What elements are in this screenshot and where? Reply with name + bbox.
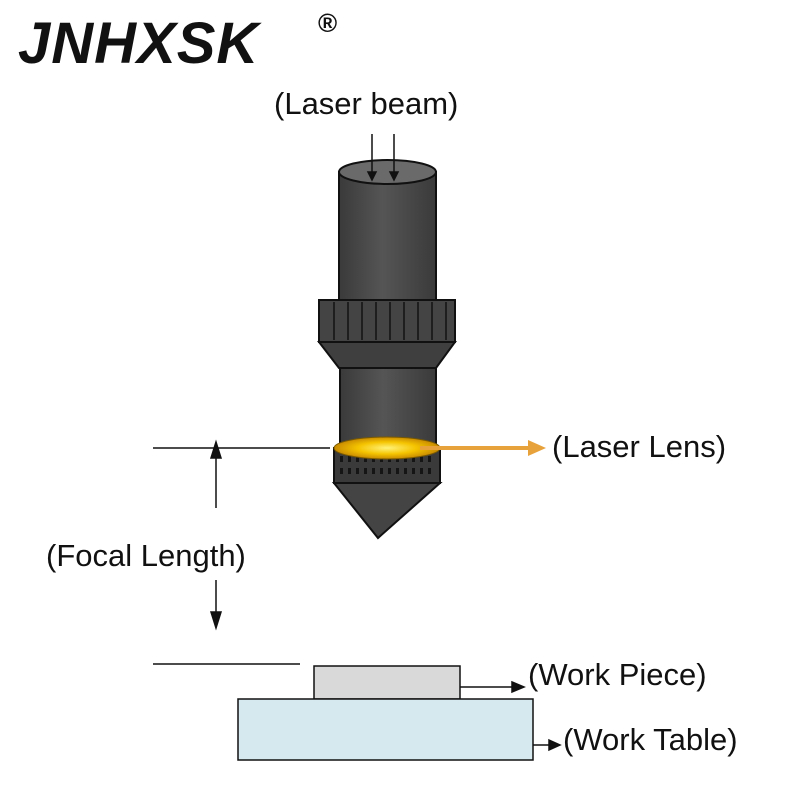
nozzle-lower-tube	[339, 367, 437, 449]
laser-lens-label: (Laser Lens)	[552, 429, 727, 464]
lens-pointer-arrow	[420, 440, 546, 456]
brand-logo: JNHXSK	[18, 11, 260, 76]
nozzle-cone	[331, 482, 443, 540]
laser-beam-arrows	[366, 134, 400, 182]
laser-beam-label: (Laser beam)	[274, 86, 459, 121]
registered-mark: ®	[318, 8, 338, 38]
knurled-collar	[316, 299, 457, 369]
work-piece	[313, 665, 461, 700]
focal-length-dimension	[153, 439, 330, 665]
work-table-label: (Work Table)	[563, 722, 738, 757]
work-piece-pointer	[460, 680, 526, 694]
focal-length-label: (Focal Length)	[46, 538, 246, 573]
work-piece-label: (Work Piece)	[528, 657, 707, 692]
nozzle-top-tube	[338, 159, 437, 301]
work-table-pointer	[533, 738, 562, 752]
work-table	[237, 698, 534, 761]
